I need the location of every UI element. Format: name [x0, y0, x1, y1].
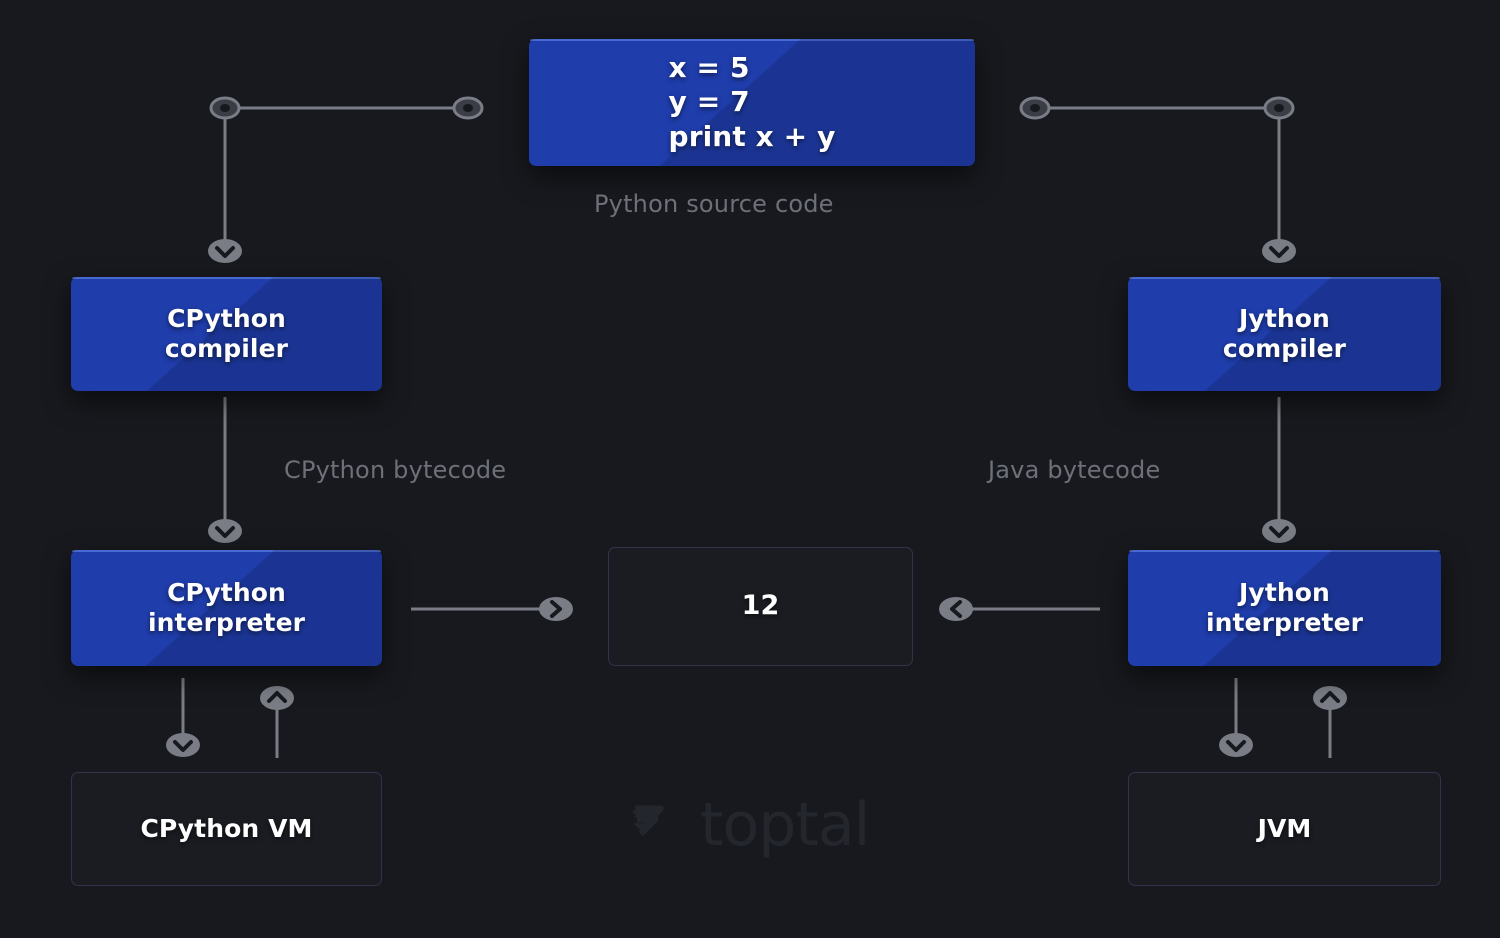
edge-jython-interpreter-to-jvm — [1219, 678, 1253, 757]
caption-java-bytecode: Java bytecode — [988, 456, 1161, 484]
edge-source-to-cpython-compiler — [208, 96, 484, 263]
node-label: x = 5 y = 7 print x + y — [668, 51, 836, 153]
node-label: Jython interpreter — [1205, 577, 1364, 638]
chevron-up-arrowhead-icon — [1313, 686, 1347, 710]
toptal-wordmark: toptal — [700, 790, 870, 860]
chevron-down-arrowhead-icon — [1262, 239, 1296, 263]
node-label: JVM — [1257, 813, 1312, 843]
edge-cpython-interpreter-to-vm — [166, 678, 200, 757]
node-jvm[interactable]: JVM — [1128, 772, 1441, 886]
edge-cpython-vm-to-interpreter — [260, 686, 294, 758]
node-cpython-compiler[interactable]: CPython compiler — [71, 277, 382, 391]
connector-ring-icon — [1263, 96, 1295, 120]
edge-cpython-compiler-to-interpreter — [208, 397, 242, 543]
chevron-down-arrowhead-icon — [1262, 519, 1296, 543]
edge-source-to-jython-compiler — [1019, 96, 1296, 263]
node-label: CPython interpreter — [147, 577, 306, 638]
node-label: CPython compiler — [164, 303, 289, 364]
toptal-chevrons-icon — [631, 805, 664, 837]
node-label: 12 — [741, 590, 780, 622]
toptal-watermark: toptal — [628, 790, 870, 860]
edge-jython-interpreter-to-result — [939, 597, 1100, 621]
connector-ring-icon — [209, 96, 241, 120]
chevron-down-arrowhead-icon — [208, 519, 242, 543]
chevron-up-arrowhead-icon — [260, 686, 294, 710]
node-label: CPython VM — [140, 813, 313, 843]
node-cpython-vm[interactable]: CPython VM — [71, 772, 382, 886]
chevron-down-arrowhead-icon — [208, 239, 242, 263]
node-python-source-code[interactable]: x = 5 y = 7 print x + y — [529, 39, 975, 166]
node-cpython-interpreter[interactable]: CPython interpreter — [71, 550, 382, 666]
connector-ring-icon — [1019, 96, 1051, 120]
node-label: Jython compiler — [1222, 303, 1347, 364]
chevron-down-arrowhead-icon — [166, 733, 200, 757]
caption-python-source-code: Python source code — [594, 190, 834, 218]
node-jython-compiler[interactable]: Jython compiler — [1128, 277, 1441, 391]
chevron-down-arrowhead-icon — [1219, 733, 1253, 757]
node-result-output[interactable]: 12 — [608, 547, 913, 666]
edge-cpython-interpreter-to-result — [411, 597, 573, 621]
chevron-left-arrowhead-icon — [939, 597, 973, 621]
edge-jython-compiler-to-interpreter — [1262, 397, 1296, 543]
connector-ring-icon — [452, 96, 484, 120]
edge-jvm-to-jython-interpreter — [1313, 686, 1347, 758]
chevron-right-arrowhead-icon — [539, 597, 573, 621]
node-jython-interpreter[interactable]: Jython interpreter — [1128, 550, 1441, 666]
caption-cpython-bytecode: CPython bytecode — [284, 456, 507, 484]
